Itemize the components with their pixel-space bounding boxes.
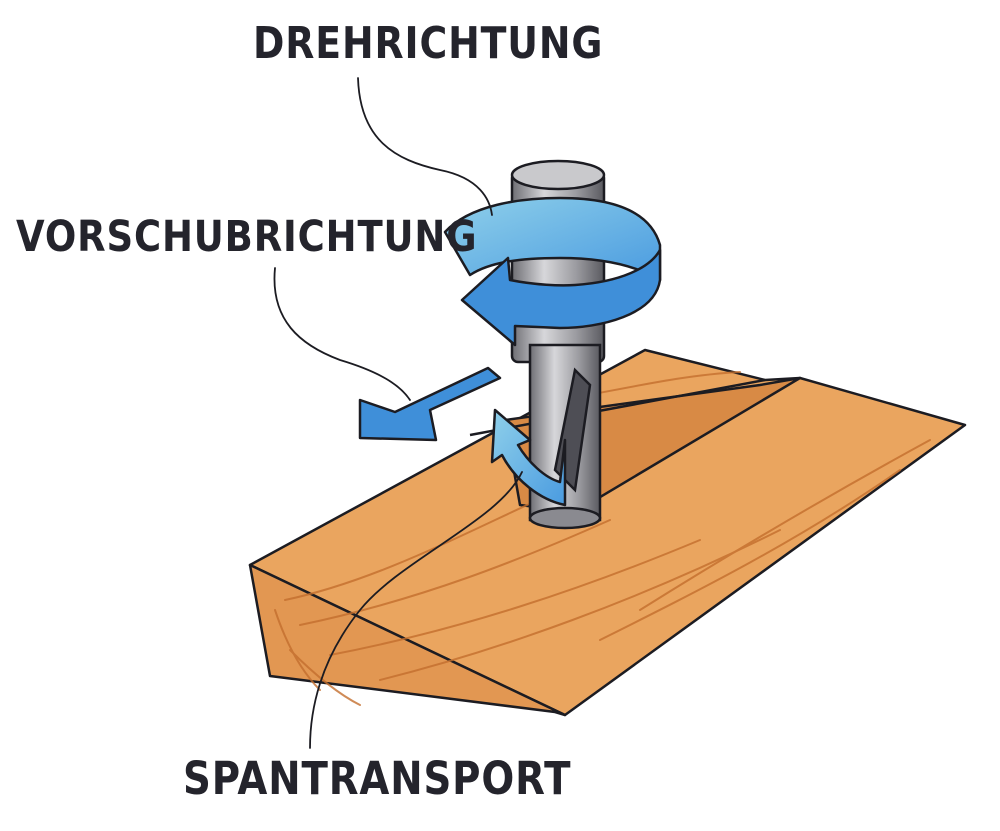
- workpiece: [248, 348, 967, 717]
- chip-transport-arrow: [490, 408, 567, 507]
- leader-chip: [309, 471, 523, 749]
- rotation-arrow: [443, 196, 662, 347]
- bit-shank-top: [510, 159, 606, 191]
- feed-arrow: [358, 366, 502, 442]
- label-feed-direction: VORSCHUBRICHTUNG: [16, 212, 478, 262]
- workpiece-end-face: [248, 563, 567, 717]
- label-rotation-direction: DREHRICHTUNG: [253, 18, 604, 69]
- label-chip-transport: SPANTRANSPORT: [183, 752, 572, 805]
- leader-rotation: [357, 77, 493, 216]
- leader-feed: [273, 267, 411, 401]
- rotation-band-back: [443, 196, 662, 282]
- leader-lines: [273, 77, 523, 749]
- rotation-band-front: [460, 248, 662, 347]
